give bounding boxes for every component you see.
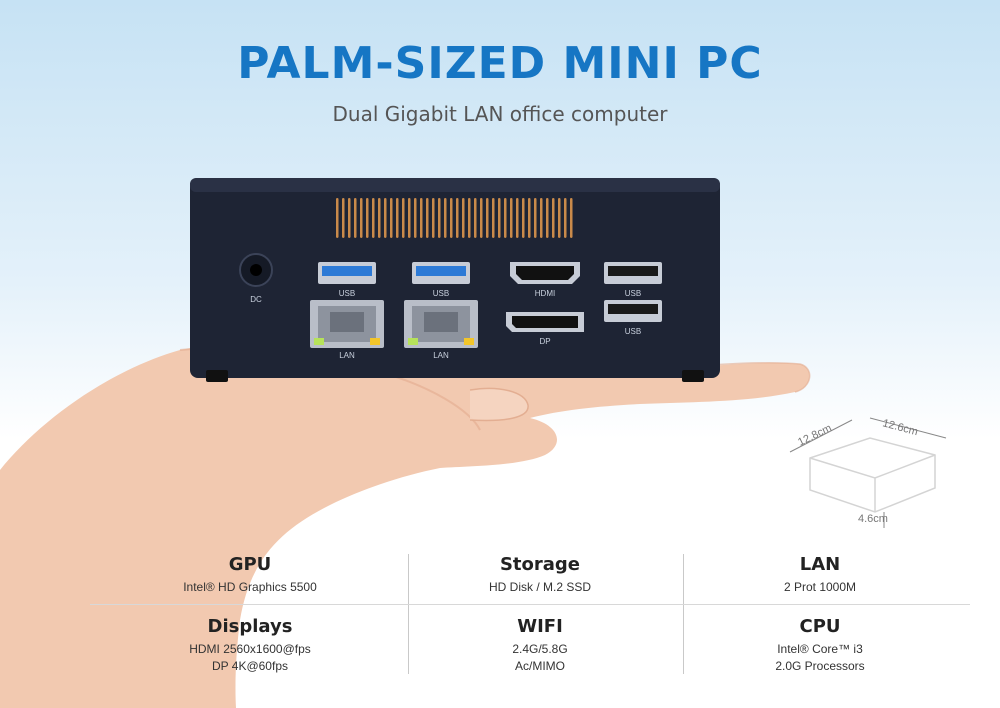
vent-slot [444, 198, 447, 238]
vent-slot [486, 198, 489, 238]
vent-slot [396, 198, 399, 238]
spec-gpu-title: GPU [228, 554, 272, 575]
vent-grille [336, 198, 573, 238]
hand-illustration [0, 342, 811, 708]
spec-wifi-line-2: Ac/MIMO [515, 659, 565, 673]
usb-port-1[interactable] [318, 262, 376, 284]
vent-slot [408, 198, 411, 238]
vent-slot [522, 198, 525, 238]
spec-displays-line-2: DP 4K@60fps [211, 659, 288, 673]
usb-label-1: USB [339, 289, 355, 298]
vent-slot [390, 198, 393, 238]
vent-slot [342, 198, 345, 238]
vent-slot [534, 198, 537, 238]
dimension-diagram: 12.8cm 12.6cm 4.6cm [789, 417, 947, 528]
spec-grid: GPU Intel® HD Graphics 5500 Storage HD D… [90, 548, 970, 688]
spec-lan: LAN 2 Prot 1000M [680, 554, 960, 596]
vent-slot [480, 198, 483, 238]
vent-slot [420, 198, 423, 238]
spec-cpu-line-2: 2.0G Processors [775, 659, 865, 673]
vent-slot [504, 198, 507, 238]
vent-slot [414, 198, 417, 238]
spec-storage-title: Storage [499, 554, 581, 575]
lan-label-2: LAN [433, 351, 449, 360]
vent-slot [432, 198, 435, 238]
spec-displays-title: Displays [207, 616, 293, 637]
hdmi-label: HDMI [535, 289, 555, 298]
vent-slot [552, 198, 555, 238]
lan-port-1[interactable] [310, 300, 384, 348]
hdmi-port[interactable] [510, 262, 580, 284]
vent-slot [462, 198, 465, 238]
vent-slot [378, 198, 381, 238]
vent-slot [510, 198, 513, 238]
dc-label: DC [250, 295, 262, 304]
spec-wifi: WIFI 2.4G/5.8G Ac/MIMO [400, 616, 680, 675]
vent-slot [438, 198, 441, 238]
vent-slot [468, 198, 471, 238]
dim-height: 4.6cm [858, 513, 888, 525]
spec-lan-title: LAN [799, 554, 841, 575]
dp-label: DP [539, 337, 550, 346]
mini-pc-device: DC USB USB LAN LAN [190, 178, 720, 382]
vent-slot [516, 198, 519, 238]
vent-slot [366, 198, 369, 238]
spec-cpu-title: CPU [799, 616, 841, 637]
spec-cpu-line-1: Intel® Core™ i3 [777, 642, 863, 656]
vent-slot [498, 198, 501, 238]
usb-port-3[interactable] [604, 262, 662, 284]
vent-slot [336, 198, 339, 238]
vent-slot [348, 198, 351, 238]
spec-cpu: CPU Intel® Core™ i3 2.0G Processors [680, 616, 960, 675]
dim-width: 12.6cm [881, 417, 919, 438]
vent-slot [360, 198, 363, 238]
vent-slot [570, 198, 573, 238]
dim-length: 12.8cm [796, 422, 834, 449]
spec-storage: Storage HD Disk / M.2 SSD [400, 554, 680, 596]
page-title: PALM-SIZED MINI PC [237, 38, 763, 89]
usb-label-3: USB [625, 289, 641, 298]
lan-port-2[interactable] [404, 300, 478, 348]
vent-slot [450, 198, 453, 238]
spec-gpu: GPU Intel® HD Graphics 5500 [110, 554, 390, 596]
vent-slot [528, 198, 531, 238]
spec-gpu-line-1: Intel® HD Graphics 5500 [183, 580, 317, 594]
spec-wifi-title: WIFI [517, 616, 563, 637]
usb-label-4: USB [625, 327, 641, 336]
vent-slot [372, 198, 375, 238]
vent-slot [474, 198, 477, 238]
page-subtitle: Dual Gigabit LAN office computer [332, 102, 668, 126]
vent-slot [456, 198, 459, 238]
usb-port-2[interactable] [412, 262, 470, 284]
spec-displays: Displays HDMI 2560x1600@fps DP 4K@60fps [110, 616, 390, 675]
vent-slot [384, 198, 387, 238]
vent-slot [402, 198, 405, 238]
vent-slot [426, 198, 429, 238]
vent-slot [354, 198, 357, 238]
spec-lan-line-1: 2 Prot 1000M [783, 580, 857, 594]
lan-label-1: LAN [339, 351, 355, 360]
vent-slot [564, 198, 567, 238]
spec-displays-line-1: HDMI 2560x1600@fps [189, 642, 311, 656]
vent-slot [546, 198, 549, 238]
dp-port[interactable] [506, 312, 584, 332]
spec-storage-line-1: HD Disk / M.2 SSD [488, 580, 591, 594]
vent-slot [540, 198, 543, 238]
usb-port-4[interactable] [604, 300, 662, 322]
usb-label-2: USB [433, 289, 449, 298]
vent-slot [492, 198, 495, 238]
vent-slot [558, 198, 561, 238]
spec-wifi-line-1: 2.4G/5.8G [512, 642, 568, 656]
